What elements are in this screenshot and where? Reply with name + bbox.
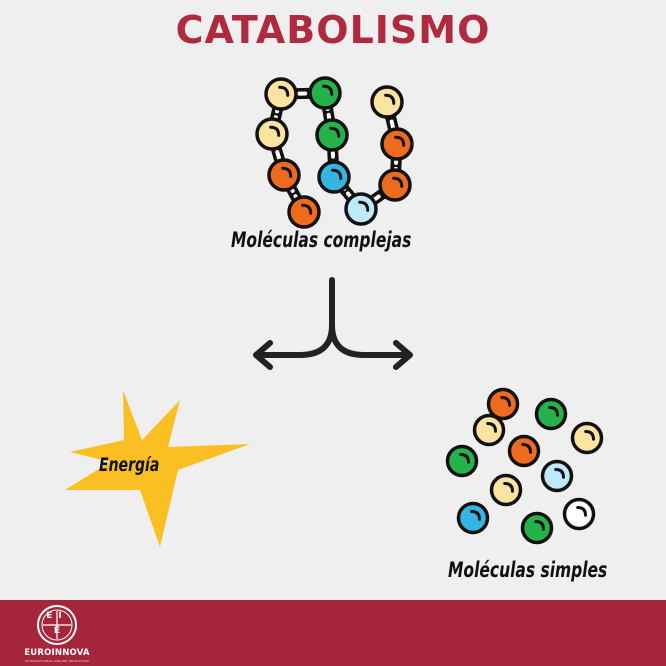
energy-burst-icon [65, 390, 250, 547]
molecule-bead-icon [445, 444, 479, 478]
energy-label: Energía [99, 454, 160, 476]
complex-molecules-label: Moléculas complejas [231, 228, 412, 252]
molecule-bead-icon [308, 76, 342, 110]
footer-bar: EI E EUROINNOVA INTERNATIONAL ONLINE EDU… [0, 600, 666, 666]
molecule-bead-icon [489, 473, 523, 507]
molecule-bead-icon [264, 77, 298, 111]
molecule-chain-icon [255, 76, 414, 229]
molecule-bead-icon [570, 421, 604, 455]
molecule-bead-icon [255, 117, 289, 151]
seal-letter: E [46, 611, 59, 621]
brand-name: EUROINNOVA [24, 648, 90, 658]
seal-letter: I [58, 611, 68, 621]
simple-molecules-label: Moléculas simples [448, 558, 608, 582]
seal-letter: E [53, 626, 61, 636]
molecule-bead-icon [370, 85, 404, 119]
molecule-bead-icon [472, 413, 506, 447]
molecule-bead-icon [534, 397, 568, 431]
simple-molecules-icon [445, 387, 604, 545]
molecule-bead-icon [267, 158, 301, 192]
logo-seal-icon [37, 605, 77, 645]
molecule-bead-icon [344, 192, 378, 226]
page-title: CATABOLISMO [175, 8, 491, 52]
brand-tagline: INTERNATIONAL ONLINE EDUCATION [25, 659, 89, 663]
molecule-bead-icon [520, 511, 554, 545]
molecule-bead-icon [486, 387, 520, 421]
molecule-bead-icon [287, 195, 321, 229]
molecule-bead-icon [507, 434, 541, 468]
molecule-bead-icon [540, 459, 574, 493]
molecule-bead-icon [315, 118, 349, 152]
molecule-bead-icon [562, 497, 596, 531]
molecule-bead-icon [378, 168, 412, 202]
molecule-bead-icon [456, 501, 490, 535]
euroinnova-logo[interactable]: EI E EUROINNOVA INTERNATIONAL ONLINE EDU… [20, 603, 94, 663]
molecule-bead-icon [317, 160, 351, 194]
diagram-art [65, 76, 604, 547]
molecule-bead-icon [380, 127, 414, 161]
split-arrow-icon [253, 277, 413, 370]
